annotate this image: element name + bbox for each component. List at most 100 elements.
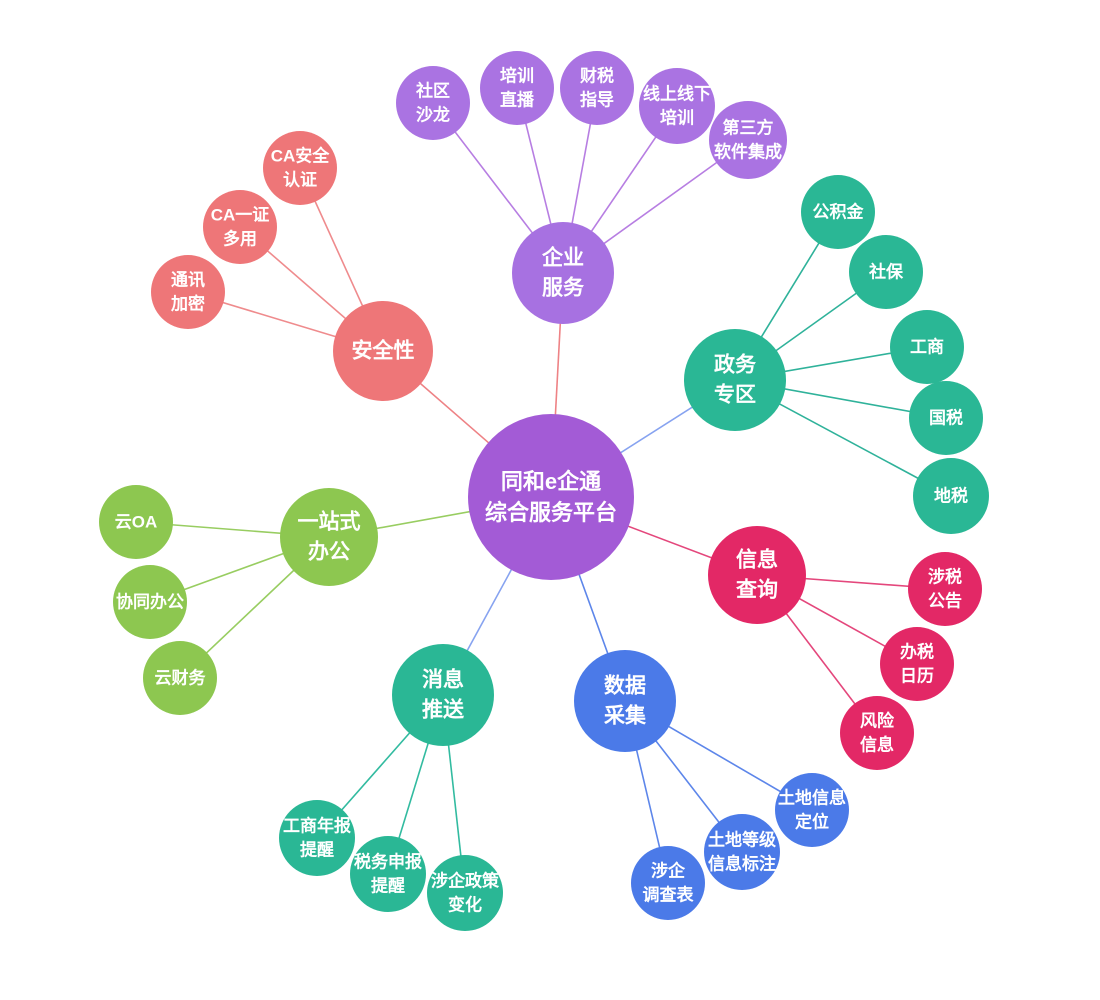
message-push-label-line-0: 消息	[422, 668, 464, 692]
info-query-label: 信息查询	[736, 548, 778, 602]
industry-commerce-circle	[890, 310, 964, 384]
communication-encryption-circle	[151, 255, 225, 329]
enterprise-survey-form-circle	[631, 846, 705, 920]
government-zone-label: 政务专区	[714, 353, 757, 407]
online-offline-training-label-line-0: 线上线下	[643, 84, 711, 104]
ca-one-cert-multi-use-label: CA一证多用	[211, 206, 270, 249]
community-salon-label-line-0: 社区	[415, 81, 450, 101]
node-communication-encryption: 通讯加密	[151, 255, 225, 329]
tax-calendar-label: 办税日历	[900, 642, 934, 686]
national-tax-circle	[909, 381, 983, 455]
ca-security-auth-label: CA安全认证	[271, 146, 331, 190]
risk-info-label-line-0: 风险	[860, 711, 895, 731]
data-collection-label: 数据采集	[604, 675, 647, 728]
third-party-software-integration-label-line-0: 第三方	[723, 118, 774, 138]
tax-announcements-label-line-0: 涉税	[928, 567, 962, 587]
industry-commerce-label-line-0: 工商	[910, 337, 944, 357]
security-label: 安全性	[352, 339, 415, 363]
collaborative-office-circle	[113, 565, 187, 639]
node-land-info-location: 土地信息定位	[775, 773, 849, 847]
node-provident-fund: 公积金	[801, 175, 875, 249]
training-livestream-label-line-0: 培训	[500, 66, 534, 86]
tax-calendar-label-line-1: 日历	[900, 667, 934, 686]
node-online-offline-training: 线上线下培训	[639, 68, 715, 144]
node-enterprise-policy-changes: 涉企政策变化	[427, 855, 503, 931]
node-collaborative-office: 协同办公	[113, 565, 187, 639]
node-enterprise-service: 企业服务	[512, 222, 614, 324]
tax-filing-reminder-label: 税务申报提醒	[354, 852, 422, 896]
enterprise-service-label: 企业服务	[541, 246, 585, 300]
tax-calendar-circle	[880, 627, 954, 701]
online-offline-training-circle	[639, 68, 715, 144]
communication-encryption-label-line-0: 通讯	[171, 271, 205, 290]
business-annual-report-reminder-circle	[279, 800, 355, 876]
finance-tax-guidance-label-line-1: 指导	[580, 90, 614, 110]
community-salon-label-line-1: 沙龙	[416, 105, 450, 125]
node-national-tax: 国税	[909, 381, 983, 455]
info-query-circle	[708, 526, 806, 624]
node-ca-security-auth: CA安全认证	[263, 131, 337, 205]
enterprise-service-label-line-0: 企业	[541, 246, 584, 270]
node-message-push: 消息推送	[392, 644, 494, 746]
ca-one-cert-multi-use-circle	[203, 190, 277, 264]
communication-encryption-label: 通讯加密	[170, 271, 205, 314]
node-land-grade-info-annotation: 土地等级信息标注	[704, 814, 780, 890]
finance-tax-guidance-label: 财税指导	[579, 66, 614, 110]
node-social-insurance: 社保	[849, 235, 923, 309]
third-party-software-integration-label: 第三方软件集成	[714, 118, 782, 162]
node-info-query: 信息查询	[708, 526, 806, 624]
data-collection-label-line-1: 采集	[604, 704, 647, 728]
enterprise-survey-form-label: 涉企调查表	[643, 861, 695, 905]
training-livestream-label-line-1: 直播	[500, 90, 535, 110]
node-industry-commerce: 工商	[890, 310, 964, 384]
local-tax-label: 地税	[934, 486, 968, 506]
finance-tax-guidance-label-line-0: 财税	[579, 66, 614, 86]
node-tax-filing-reminder: 税务申报提醒	[350, 836, 426, 912]
node-third-party-software-integration: 第三方软件集成	[709, 101, 787, 179]
land-info-location-label-line-0: 土地信息	[778, 788, 846, 808]
node-local-tax: 地税	[913, 458, 989, 534]
social-insurance-label: 社保	[868, 262, 904, 282]
national-tax-label: 国税	[929, 408, 963, 428]
risk-info-circle	[840, 696, 914, 770]
communication-encryption-label-line-1: 加密	[170, 294, 205, 314]
risk-info-label-line-1: 信息	[860, 735, 894, 755]
business-annual-report-reminder-label-line-1: 提醒	[300, 841, 334, 860]
online-offline-training-label: 线上线下培训	[643, 84, 711, 128]
enterprise-survey-form-label-line-1: 调查表	[643, 885, 695, 905]
government-zone-label-line-1: 专区	[714, 383, 756, 407]
third-party-software-integration-label-line-1: 软件集成	[714, 142, 782, 162]
one-stop-office-circle	[280, 488, 378, 586]
collaborative-office-label: 协同办公	[116, 592, 184, 612]
ca-security-auth-label-line-0: CA安全	[271, 146, 331, 166]
finance-tax-guidance-circle	[560, 51, 634, 125]
tax-calendar-label-line-0: 办税	[900, 642, 934, 662]
message-push-label-line-1: 推送	[422, 698, 465, 722]
node-platform-center: 同和e企通综合服务平台	[468, 414, 634, 580]
risk-info-label: 风险信息	[860, 711, 895, 755]
community-salon-label: 社区沙龙	[415, 81, 450, 125]
data-collection-label-line-0: 数据	[604, 675, 646, 698]
local-tax-label-line-0: 地税	[934, 486, 968, 506]
enterprise-survey-form-label-line-0: 涉企	[651, 861, 686, 881]
platform-center-circle	[468, 414, 634, 580]
node-data-collection: 数据采集	[574, 650, 676, 752]
platform-center-label: 同和e企通综合服务平台	[485, 469, 617, 525]
node-one-stop-office: 一站式办公	[280, 488, 378, 586]
provident-fund-circle	[801, 175, 875, 249]
tax-announcements-circle	[908, 552, 982, 626]
node-community-salon: 社区沙龙	[396, 66, 470, 140]
node-ca-one-cert-multi-use: CA一证多用	[203, 190, 277, 264]
tax-filing-reminder-circle	[350, 836, 426, 912]
node-tax-calendar: 办税日历	[880, 627, 954, 701]
cloud-oa-circle	[99, 485, 173, 559]
third-party-software-integration-circle	[709, 101, 787, 179]
node-government-zone: 政务专区	[684, 329, 786, 431]
land-grade-info-annotation-label-line-1: 信息标注	[708, 854, 776, 874]
cloud-finance-label-line-0: 云财务	[155, 668, 207, 688]
land-info-location-label: 土地信息定位	[778, 788, 846, 832]
enterprise-service-label-line-1: 服务	[542, 276, 585, 300]
message-push-circle	[392, 644, 494, 746]
